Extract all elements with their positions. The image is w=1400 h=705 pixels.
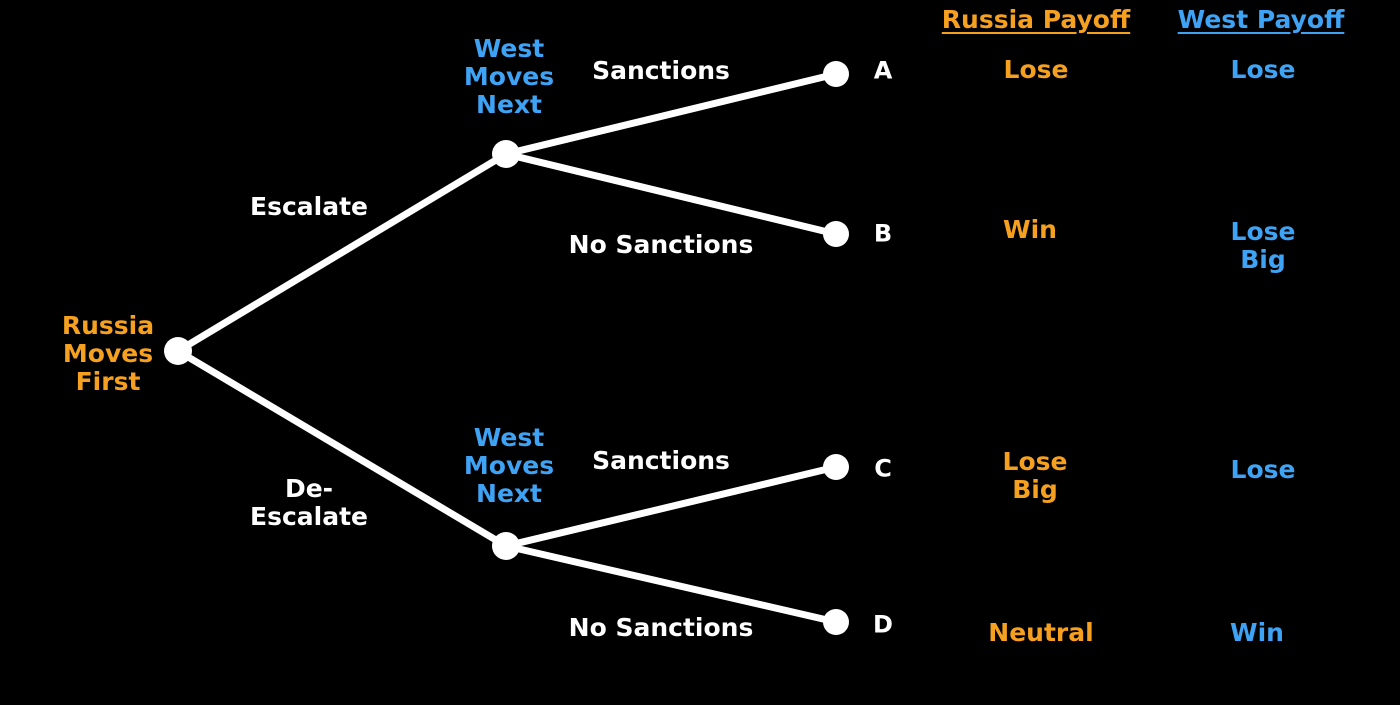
tree-edges: [174, 70, 840, 626]
root-node-label: Russia Moves First: [61, 311, 155, 396]
russia-payoff-d: Neutral: [988, 618, 1094, 647]
node-outcome-b[interactable]: [823, 221, 849, 247]
russia-payoff-c: Lose Big: [1002, 447, 1068, 504]
edge-label-sanctions-upper: Sanctions: [592, 56, 730, 85]
node-outcome-c[interactable]: [823, 454, 849, 480]
edge-upper-to-b: [502, 150, 840, 238]
edge-root-to-upper: [174, 150, 510, 355]
west-payoff-column-header: West Payoff: [1177, 5, 1345, 34]
edge-label-de-escalate: De- Escalate: [250, 474, 368, 531]
decision-node-upper-label: West Moves Next: [463, 34, 555, 119]
outcome-letter-a: A: [873, 56, 893, 85]
outcome-letter-b: B: [873, 219, 893, 248]
russia-payoff-a: Lose: [1003, 55, 1069, 84]
edge-root-to-lower: [174, 347, 510, 550]
edge-label-no-sanctions-upper: No Sanctions: [568, 230, 754, 259]
decision-node-lower-label: West Moves Next: [463, 423, 555, 508]
node-outcome-d[interactable]: [823, 609, 849, 635]
edge-label-escalate: Escalate: [250, 192, 368, 221]
west-payoff-d: Win: [1230, 618, 1284, 647]
edge-lower-to-d: [502, 542, 840, 626]
edge-label-no-sanctions-lower: No Sanctions: [568, 613, 754, 642]
tree-nodes: [164, 61, 849, 635]
node-outcome-a[interactable]: [823, 61, 849, 87]
russia-payoff-column-header: Russia Payoff: [941, 5, 1131, 34]
edge-lower-to-c: [502, 463, 840, 550]
edge-upper-to-a: [502, 70, 840, 158]
outcome-letter-c: C: [874, 454, 892, 483]
outcome-letter-d: D: [873, 610, 893, 639]
west-payoff-a: Lose: [1230, 55, 1296, 84]
node-root[interactable]: [164, 337, 192, 365]
russia-payoff-b: Win: [1003, 215, 1057, 244]
edge-label-sanctions-lower: Sanctions: [592, 446, 730, 475]
west-payoff-c: Lose: [1230, 455, 1296, 484]
node-decision-lower[interactable]: [492, 532, 520, 560]
west-payoff-b: Lose Big: [1230, 217, 1296, 274]
node-decision-upper[interactable]: [492, 140, 520, 168]
